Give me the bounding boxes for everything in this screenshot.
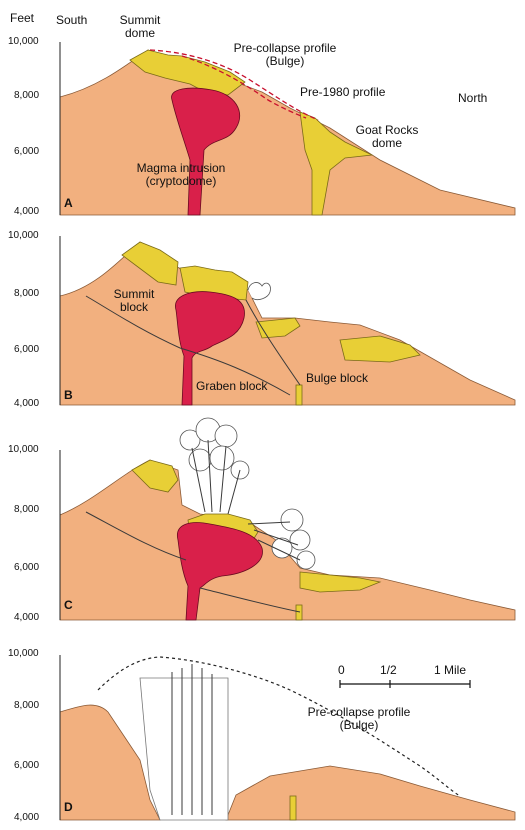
panel-a-axis-tick: 8,000 [14, 90, 39, 101]
panel-b-bulge-block-label: Bulge block [306, 372, 368, 385]
panel-d-axis-tick: 10,000 [8, 648, 39, 659]
panel-d-scale-half: 1/2 [380, 664, 397, 677]
panel-a-goat-rocks-line2: dome [372, 136, 402, 150]
panel-a-letter: A [64, 196, 73, 210]
panel-d-axis-tick: 6,000 [14, 760, 39, 771]
axis-unit-label: Feet [10, 12, 34, 25]
panel-a-pre-1980-label: Pre-1980 profile [300, 86, 385, 99]
panel-b-summit-block-line2: block [120, 300, 148, 314]
panel-c-axis-tick: 6,000 [14, 562, 39, 573]
panel-d-section [60, 655, 515, 820]
panel-d-scale-one: 1 Mile [434, 664, 466, 677]
panel-b-graben-block-label: Graben block [196, 380, 267, 393]
panel-d-earth-right [226, 766, 515, 820]
panel-c-cloud-puff [210, 446, 234, 470]
panel-a-pre-collapse-label: Pre-collapse profile(Bulge) [222, 42, 348, 68]
panel-a-magma-line2: (cryptodome) [146, 174, 217, 188]
panel-b-axis-tick: 10,000 [8, 230, 39, 241]
panel-b-letter: B [64, 388, 73, 402]
panel-b-axis-tick: 4,000 [14, 398, 39, 409]
panel-a-pre-collapse-line2: (Bulge) [266, 54, 305, 68]
panel-c-section [60, 418, 515, 620]
panel-d-axis-tick: 4,000 [14, 812, 39, 823]
panel-c-axis-tick: 10,000 [8, 444, 39, 455]
panel-d-letter: D [64, 800, 73, 814]
panel-b-bulge-deposit [340, 336, 420, 362]
panel-c-cloud-puff [281, 509, 303, 531]
panel-d-pre-collapse-line1: Pre-collapse profile [308, 705, 411, 719]
panel-b-axis-tick: 6,000 [14, 344, 39, 355]
panel-a-north-label: North [458, 92, 487, 105]
panel-d-pre-collapse-label: Pre-collapse profile(Bulge) [296, 706, 422, 732]
panel-a-summit-dome-line2: dome [125, 26, 155, 40]
panel-a-axis-tick: 10,000 [8, 36, 39, 47]
panel-c-letter: C [64, 598, 73, 612]
panel-a-axis-tick: 4,000 [14, 206, 39, 217]
panel-a-magma-label: Magma intrusion(cryptodome) [126, 162, 236, 188]
panel-a-axis-tick: 6,000 [14, 146, 39, 157]
panel-a-pre-collapse-line1: Pre-collapse profile [234, 41, 337, 55]
panel-d-axis-tick: 8,000 [14, 700, 39, 711]
panel-a-goat-rocks-line1: Goat Rocks [356, 123, 419, 137]
panel-d-scale-zero: 0 [338, 664, 345, 677]
panel-c-axis-tick: 4,000 [14, 612, 39, 623]
panel-a-earth [60, 50, 515, 215]
panel-d-crater-zone [140, 678, 228, 820]
panel-a-south-label: South [56, 14, 87, 27]
panel-d-dike [290, 796, 296, 820]
panel-c-cloud-puff [290, 530, 310, 550]
panel-c-dike [296, 605, 302, 620]
panel-c-cloud-puff [215, 425, 237, 447]
panel-a-summit-dome-line1: Summit [120, 13, 161, 27]
panel-d-pre-collapse-line2: (Bulge) [340, 718, 379, 732]
panel-b-section [60, 236, 515, 405]
panel-a-magma-line1: Magma intrusion [137, 161, 226, 175]
panel-b-dike [296, 385, 302, 405]
panel-b-summit-block-line1: Summit [114, 287, 155, 301]
panel-b-axis-tick: 8,000 [14, 288, 39, 299]
panel-c-cloud-puff [189, 449, 211, 471]
panel-c-axis-tick: 8,000 [14, 504, 39, 515]
